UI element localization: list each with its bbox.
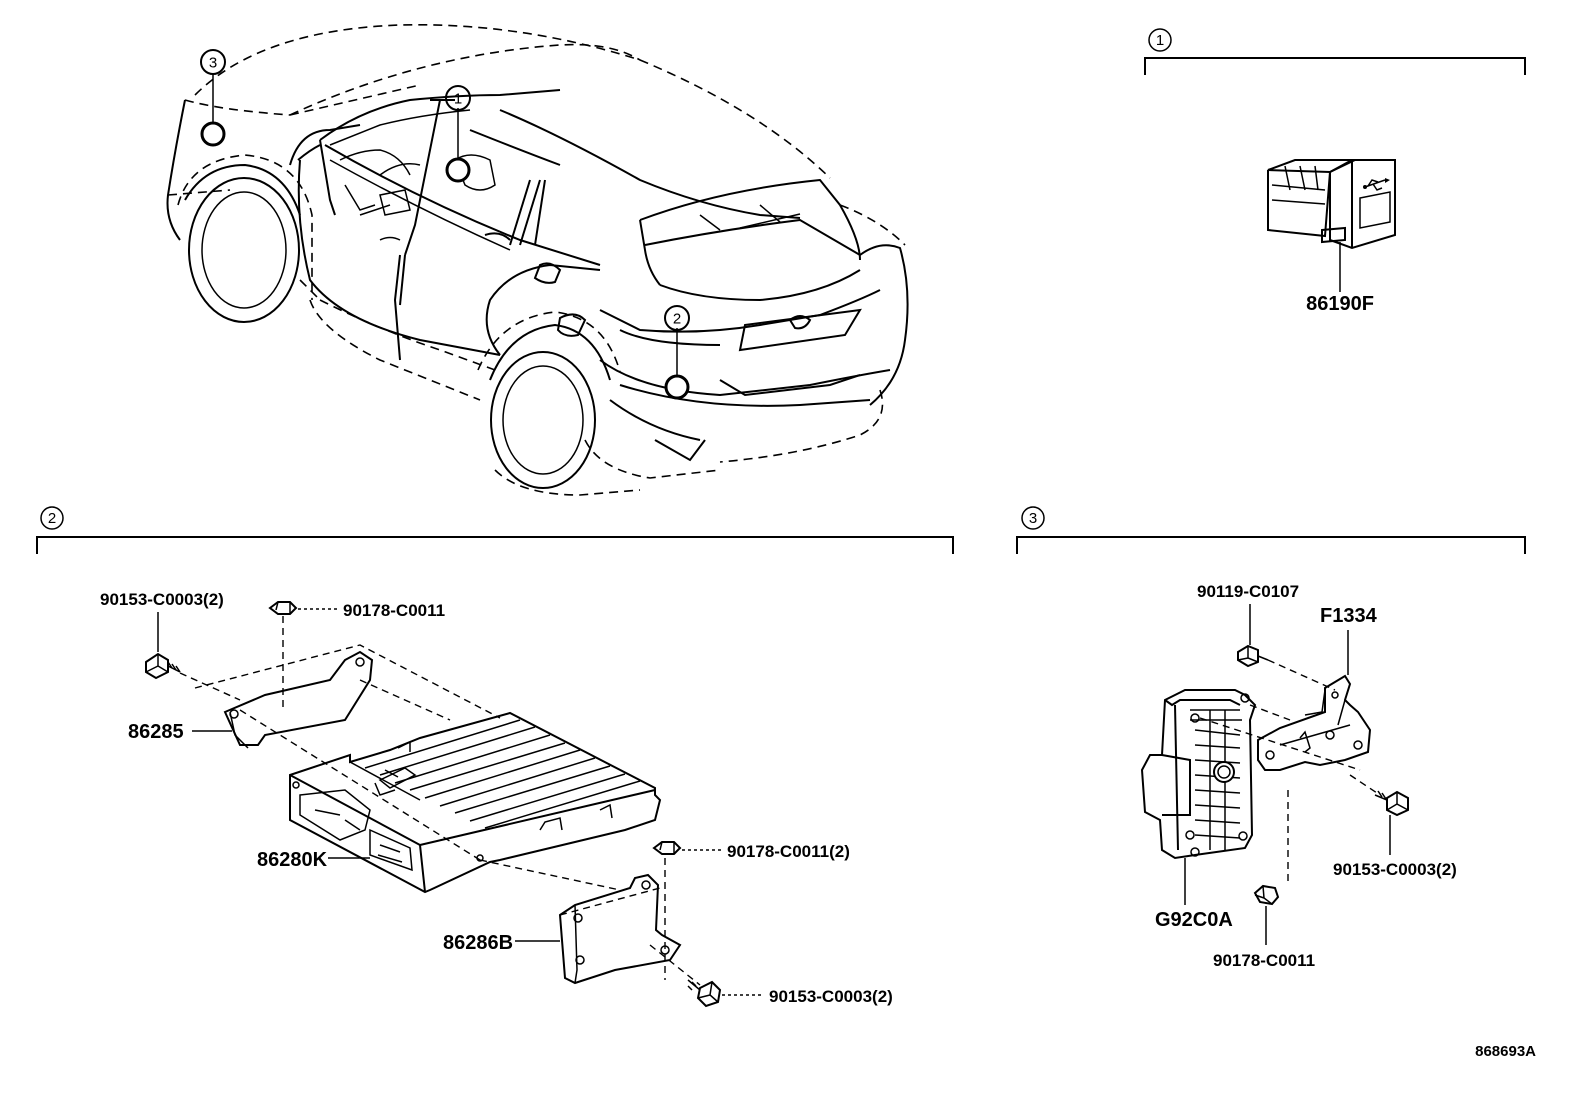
callout-label: 2 — [673, 311, 681, 328]
bolt-bottom-illustration — [687, 979, 722, 1008]
diagram-reference-number: 868693A — [1475, 1043, 1536, 1060]
section-1-bracket-line — [1144, 57, 1526, 75]
nut-right-illustration — [652, 841, 682, 855]
callout-label: 3 — [209, 55, 217, 72]
section-2: 2 90153-C0003(2) 90178-C0011 — [36, 506, 954, 1008]
bracket-f1334-illustration — [1257, 674, 1372, 771]
module-g92c0a-illustration — [1140, 689, 1257, 860]
part-label-90178-c0011-bottom: 90178-C0011 — [1213, 951, 1315, 970]
section-2-marker: 2 — [48, 510, 56, 527]
vehicle-callout-2: 2 — [664, 305, 690, 400]
bracket-86285-illustration — [223, 650, 374, 749]
section-3-marker: 3 — [1029, 510, 1037, 527]
screw-top-illustration — [1237, 644, 1269, 668]
part-label-f1334: F1334 — [1320, 605, 1378, 627]
part-label-90178-c0011-right: 90178-C0011(2) — [727, 842, 850, 861]
part-label-90153-c0003-bottom: 90153-C0003(2) — [769, 987, 893, 1006]
amplifier-86280k-illustration — [289, 711, 662, 894]
bolt-top-illustration — [145, 652, 181, 680]
vehicle-callout-3: 3 — [200, 49, 226, 147]
callout-label: 1 — [454, 91, 462, 108]
nut-bottom-illustration — [1253, 884, 1280, 906]
section-3: 3 90119-C0107 F1334 — [1016, 506, 1526, 970]
part-label-86280k: 86280K — [257, 849, 328, 871]
part-label-90178-c0011-top: 90178-C0011 — [343, 601, 445, 620]
section-2-bracket-line — [36, 536, 954, 554]
section-1-marker: 1 — [1156, 32, 1164, 49]
part-label-90119-c0107: 90119-C0107 — [1197, 582, 1299, 601]
bolt-right-illustration — [1374, 790, 1409, 817]
part-label-g92c0a: G92C0A — [1155, 909, 1233, 931]
part-label-90153-c0003-right: 90153-C0003(2) — [1333, 860, 1457, 879]
vehicle-callout-1: 1 — [445, 85, 471, 183]
vehicle-illustration — [166, 23, 909, 496]
part-label-86286b: 86286B — [443, 932, 513, 954]
section-3-bracket-line — [1016, 536, 1526, 554]
section-1: 1 86190F — [1144, 28, 1526, 315]
nut-top-illustration — [268, 601, 298, 615]
bracket-86286b-illustration — [558, 873, 682, 985]
usb-socket-illustration — [1267, 159, 1396, 250]
part-label-86190f: 86190F — [1306, 293, 1374, 315]
part-label-90153-c0003-top: 90153-C0003(2) — [100, 590, 224, 609]
part-label-86285: 86285 — [128, 721, 184, 743]
